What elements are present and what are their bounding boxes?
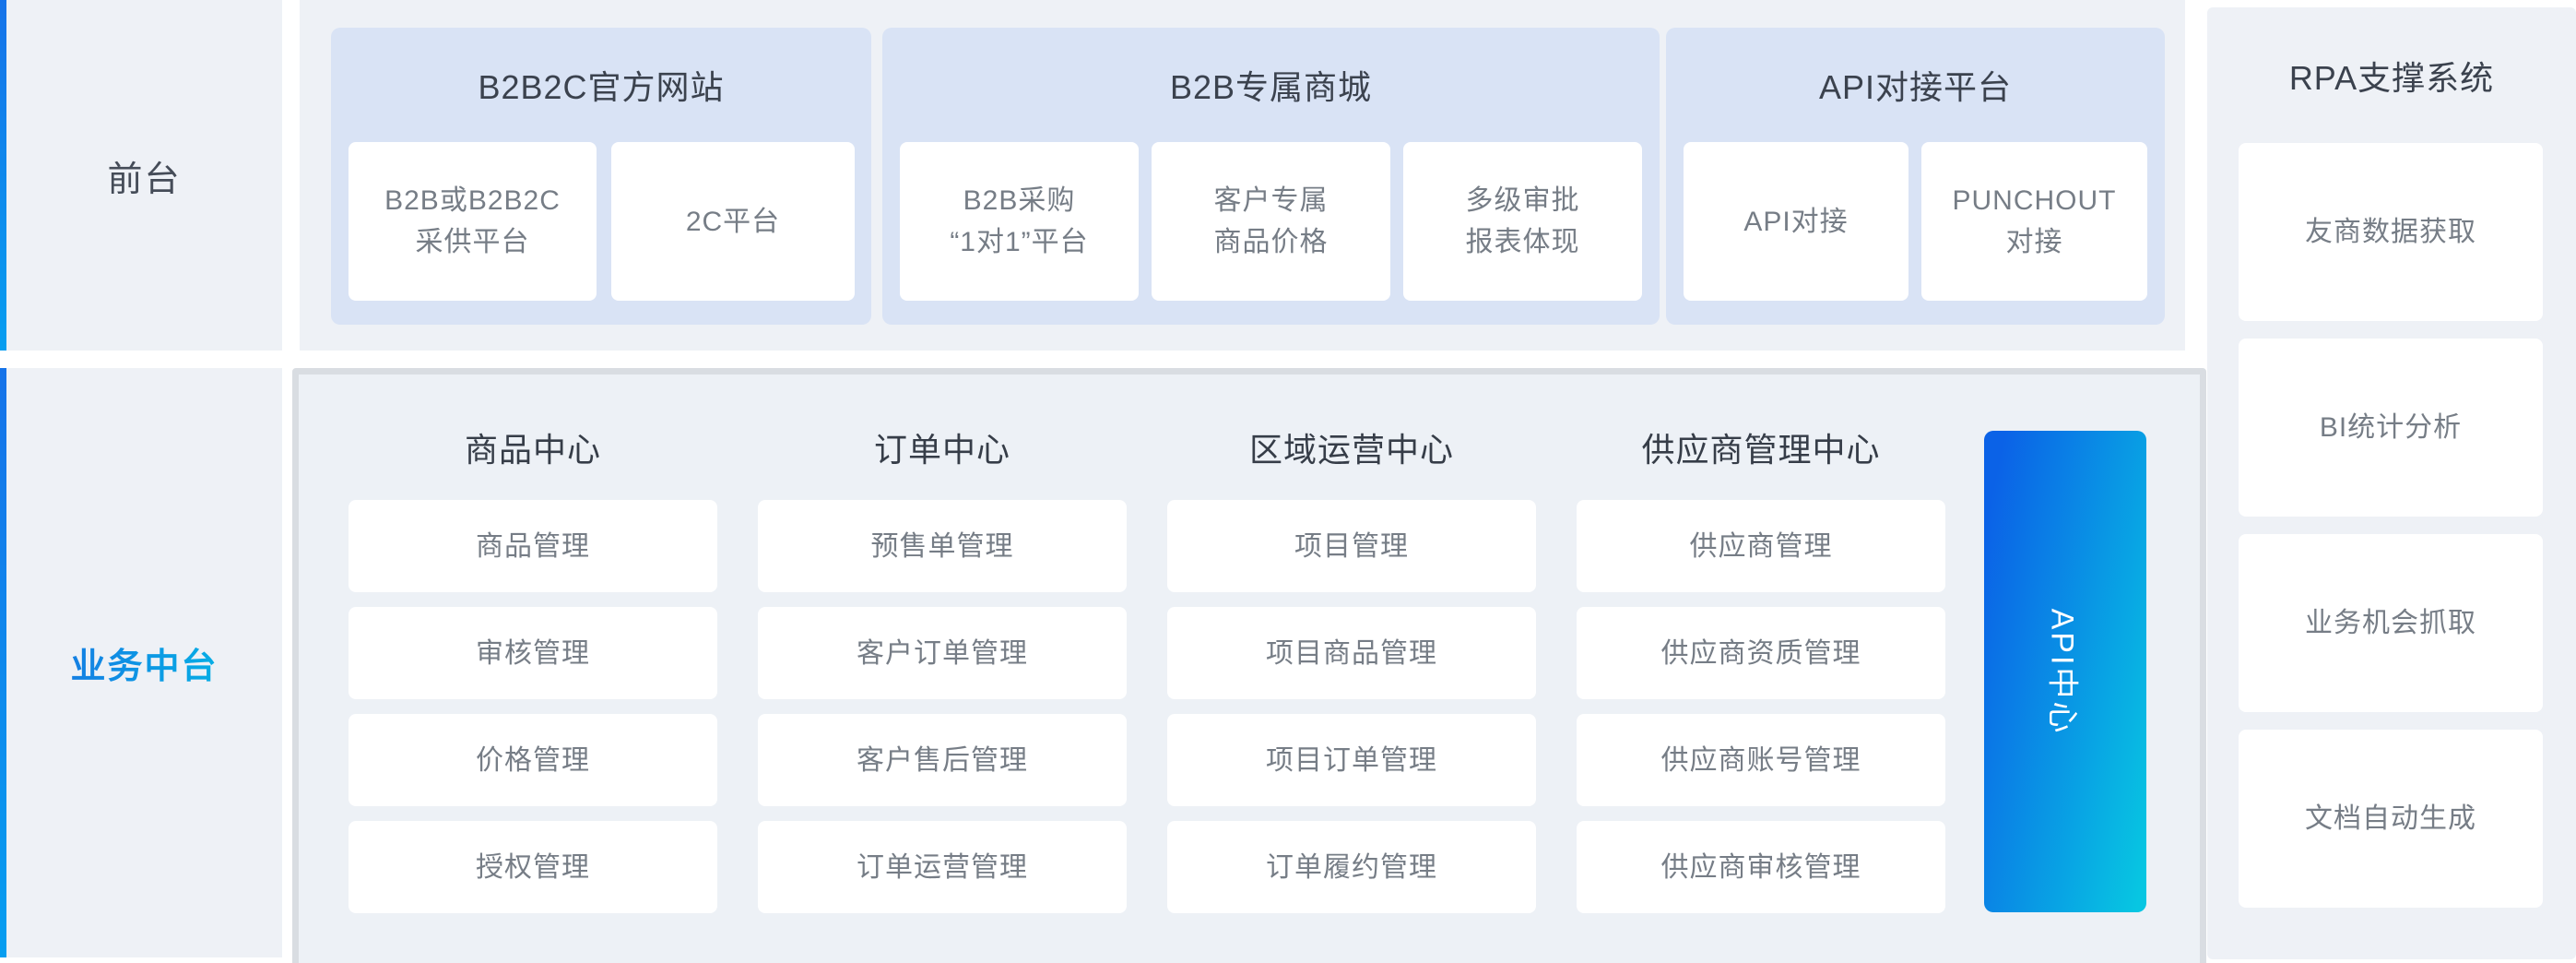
middle-platform-label: 业务中台 (6, 368, 282, 957)
column-title-product-center: 商品中心 (464, 431, 601, 469)
node-bi-analysis: BI统计分析 (2239, 339, 2543, 517)
group-b2b-mall: B2B专属商城 B2B采购 “1对1”平台 客户专属 商品价格 多级审批 报表体… (882, 28, 1660, 325)
column-title-region-center: 区域运营中心 (1248, 431, 1454, 469)
node-supplier-review-mgmt: 供应商审核管理 (1577, 821, 1945, 913)
node-customer-aftersale-mgmt: 客户售后管理 (758, 714, 1127, 806)
node-punchout-integration: PUNCHOUT 对接 (1921, 142, 2147, 301)
node-multilevel-approval: 多级审批 报表体现 (1403, 142, 1642, 301)
group-api-platform: API对接平台 API对接 PUNCHOUT 对接 (1666, 28, 2165, 325)
front-accent-bar (0, 0, 6, 351)
node-price-mgmt: 价格管理 (349, 714, 717, 806)
api-center-label: API中心 (2044, 608, 2080, 735)
node-customer-price: 客户专属 商品价格 (1152, 142, 1390, 301)
node-presale-order-mgmt: 预售单管理 (758, 500, 1127, 592)
node-project-order-mgmt: 项目订单管理 (1167, 714, 1536, 806)
node-project-product-mgmt: 项目商品管理 (1167, 607, 1536, 699)
column-title-order-center: 订单中心 (873, 431, 1010, 469)
node-2c-platform: 2C平台 (611, 142, 855, 301)
api-center-bar: API中心 (1984, 431, 2146, 912)
node-b2b-b2b2c-platform: B2B或B2B2C 采供平台 (349, 142, 597, 301)
front-office-panel: B2B2C官方网站 B2B或B2B2C 采供平台 2C平台 B2B专属商城 B2… (300, 0, 2185, 351)
node-competitor-data: 友商数据获取 (2239, 143, 2543, 321)
node-review-mgmt: 审核管理 (349, 607, 717, 699)
group-title: B2B专属商城 (1169, 68, 1373, 106)
node-order-fulfillment-mgmt: 订单履约管理 (1167, 821, 1536, 913)
column-title-supplier-center: 供应商管理中心 (1641, 431, 1881, 469)
middle-platform-label-block: 业务中台 (0, 368, 282, 957)
node-api-integration: API对接 (1684, 142, 1908, 301)
node-doc-autogen: 文档自动生成 (2239, 730, 2543, 908)
node-opportunity-capture: 业务机会抓取 (2239, 534, 2543, 712)
rpa-support-panel: RPA支撑系统 友商数据获取 BI统计分析 业务机会抓取 文档自动生成 (2207, 7, 2576, 959)
node-supplier-qualification-mgmt: 供应商资质管理 (1577, 607, 1945, 699)
group-title: API对接平台 (1818, 68, 2013, 106)
node-supplier-account-mgmt: 供应商账号管理 (1577, 714, 1945, 806)
node-order-operation-mgmt: 订单运营管理 (758, 821, 1127, 913)
front-office-label: 前台 (107, 160, 182, 199)
group-title: B2B2C官方网站 (478, 68, 725, 106)
group-b2b2c-website: B2B2C官方网站 B2B或B2B2C 采供平台 2C平台 (331, 28, 871, 325)
node-b2b-1to1-platform: B2B采购 “1对1”平台 (900, 142, 1139, 301)
node-customer-order-mgmt: 客户订单管理 (758, 607, 1127, 699)
middle-platform-container: 商品中心 订单中心 区域运营中心 供应商管理中心 商品管理 审核管理 价格管理 … (292, 368, 2206, 963)
middle-accent-bar (0, 368, 6, 957)
node-project-mgmt: 项目管理 (1167, 500, 1536, 592)
rpa-title: RPA支撑系统 (2288, 58, 2495, 97)
node-authorization-mgmt: 授权管理 (349, 821, 717, 913)
node-product-mgmt: 商品管理 (349, 500, 717, 592)
front-office-label-block: 前台 (0, 0, 282, 351)
node-supplier-mgmt: 供应商管理 (1577, 500, 1945, 592)
